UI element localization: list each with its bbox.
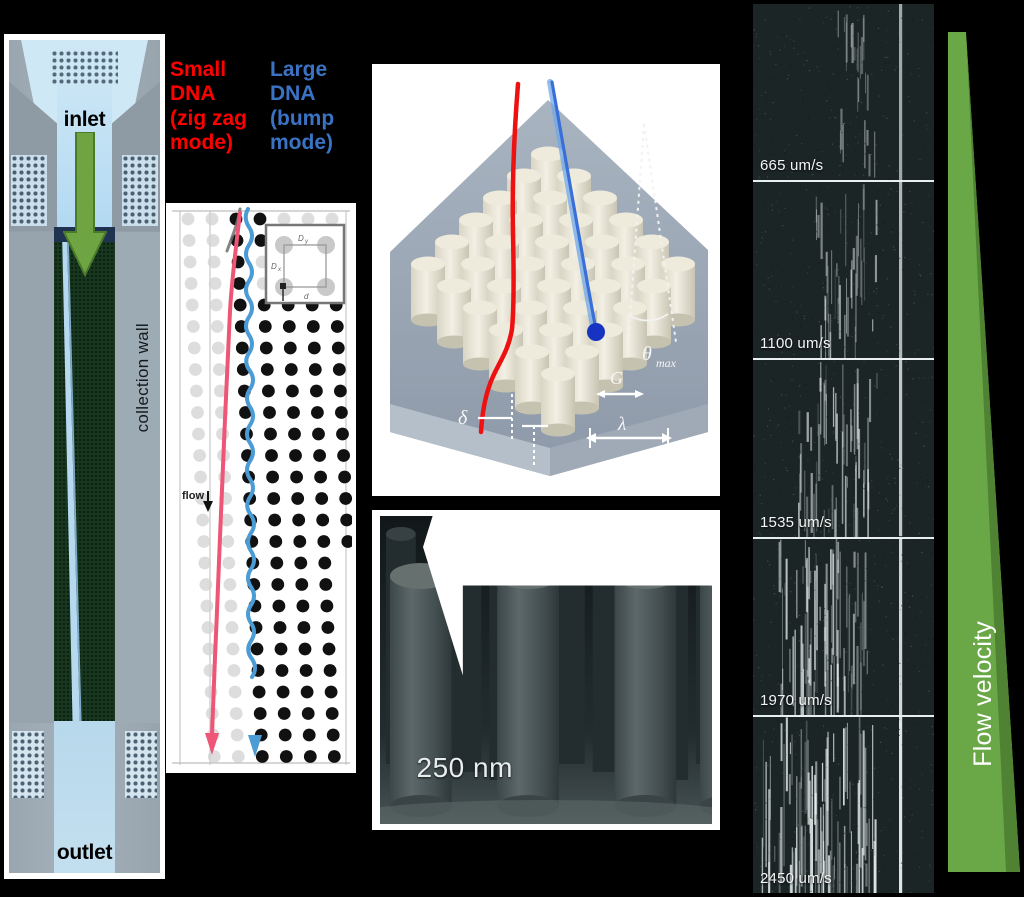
small-dna-line-4: mode) bbox=[170, 131, 247, 155]
streak-image bbox=[753, 539, 934, 715]
velocity-frame: 1970 um/s bbox=[753, 539, 934, 717]
chip-sidewall-right bbox=[115, 232, 160, 723]
collection-channel-wedge bbox=[55, 242, 115, 721]
filter-dots-mid-right bbox=[122, 155, 158, 226]
small-dna-line-3: (zig zag bbox=[170, 107, 247, 131]
velocity-filmstrip-panel: 665 um/s 1100 um/s 1535 um/s 1970 um/s 2… bbox=[753, 4, 934, 893]
large-dna-line-2: DNA bbox=[270, 82, 334, 106]
filter-dots-top bbox=[51, 50, 117, 85]
unit-cell-inset: D y D x d bbox=[266, 225, 344, 303]
flow-direction-arrow-icon bbox=[63, 132, 107, 277]
filter-dots-mid-left bbox=[11, 155, 47, 226]
outlet-label: outlet bbox=[9, 841, 160, 865]
pillar-array-3d-render: θ max G δ λ bbox=[372, 64, 720, 496]
velocity-label: 665 um/s bbox=[760, 157, 823, 174]
dna-mode-legend: Small DNA (zig zag mode) Large DNA (bump… bbox=[168, 58, 358, 198]
chip-sidewall-left bbox=[9, 232, 54, 723]
small-dna-legend: Small DNA (zig zag mode) bbox=[170, 58, 247, 155]
gap-label: G bbox=[610, 368, 623, 388]
dld-trajectory-schematic: flow D y D x d bbox=[170, 207, 352, 769]
small-dna-line-2: DNA bbox=[170, 82, 247, 106]
velocity-frame: 1100 um/s bbox=[753, 182, 934, 360]
delta-label: δ bbox=[458, 407, 468, 429]
flow-label-text: flow bbox=[182, 490, 204, 502]
theta-max-label: θ bbox=[642, 343, 652, 365]
large-dna-line-3: (bump bbox=[270, 107, 334, 131]
large-dna-legend: Large DNA (bump mode) bbox=[270, 58, 334, 155]
dld-trajectory-panel: flow D y D x d bbox=[166, 203, 356, 773]
flow-velocity-label: Flow velocity bbox=[969, 621, 998, 767]
svg-text:D: D bbox=[271, 262, 277, 271]
filter-dots-bottom-right bbox=[125, 731, 157, 798]
filter-dots-bottom-left bbox=[12, 731, 44, 798]
pillar-array-3d-panel: θ max G δ λ bbox=[372, 64, 720, 496]
theta-max-subscript: max bbox=[656, 356, 677, 370]
bump-mode-particle bbox=[587, 323, 605, 341]
inlet-label: inlet bbox=[9, 108, 160, 132]
scale-bar-label: 250 nm bbox=[417, 752, 513, 784]
chip-photo-panel: inlet collection wall outlet bbox=[4, 34, 165, 879]
flow-velocity-wedge-panel: Flow velocity bbox=[940, 10, 1024, 887]
velocity-frame: 2450 um/s bbox=[753, 717, 934, 893]
velocity-label: 1100 um/s bbox=[760, 335, 831, 352]
streak-image bbox=[753, 717, 934, 893]
collection-wall-label: collection wall bbox=[133, 323, 153, 432]
small-dna-line-1: Small bbox=[170, 58, 247, 82]
sem-micrograph-panel: 250 nm bbox=[372, 510, 720, 830]
streak-image bbox=[753, 182, 934, 358]
chip-photograph: inlet collection wall outlet bbox=[9, 40, 160, 873]
velocity-frame: 1535 um/s bbox=[753, 360, 934, 538]
streak-image bbox=[753, 360, 934, 536]
svg-text:D: D bbox=[298, 234, 304, 243]
scale-bar-double-arrow-icon bbox=[423, 516, 712, 701]
velocity-label: 1970 um/s bbox=[760, 692, 832, 709]
large-dna-line-1: Large bbox=[270, 58, 334, 82]
velocity-label: 1535 um/s bbox=[760, 514, 832, 531]
lambda-label: λ bbox=[617, 414, 626, 435]
velocity-frame: 665 um/s bbox=[753, 4, 934, 182]
velocity-label: 2450 um/s bbox=[760, 870, 832, 887]
streak-image bbox=[753, 4, 934, 180]
svg-text:d: d bbox=[304, 292, 309, 301]
sem-micrograph: 250 nm bbox=[380, 516, 712, 824]
large-dna-line-4: mode) bbox=[270, 131, 334, 155]
